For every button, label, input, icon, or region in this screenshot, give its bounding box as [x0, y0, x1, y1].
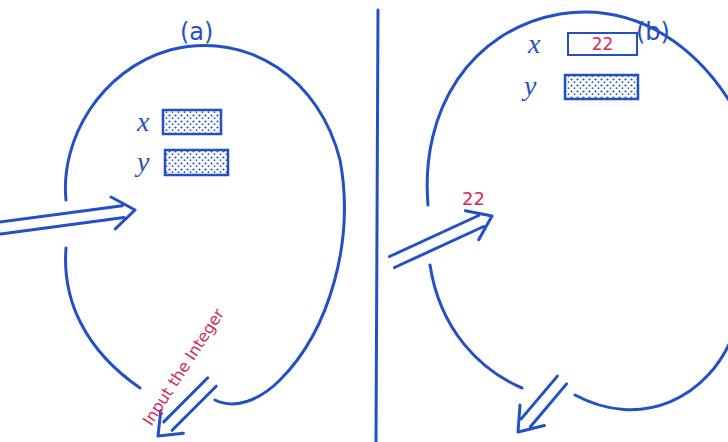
empty-memory-box — [565, 75, 638, 99]
input-arrow — [390, 211, 493, 268]
program-blob: xy — [55, 30, 355, 430]
program-blob: xy 22 — [410, 0, 728, 442]
variable-name: y — [524, 72, 536, 100]
blob-outline-stroke — [430, 265, 522, 388]
panel-label: (a) — [180, 20, 213, 44]
empty-memory-box — [163, 110, 221, 134]
output-arrow — [518, 376, 567, 432]
blob-outline-stroke — [427, 12, 728, 205]
prompt-note: Input the Integer — [140, 306, 227, 428]
variable-name: x — [528, 30, 540, 58]
panel-label: (b) — [636, 20, 670, 44]
blob-outline-stroke — [65, 46, 344, 404]
input-arrow — [0, 197, 135, 234]
panel-divider — [376, 10, 378, 442]
memory-box: 22 — [567, 32, 638, 56]
input-value: 22 — [462, 190, 485, 208]
blob-outline — [55, 30, 355, 430]
stored-value: 22 — [569, 34, 636, 54]
variable-name: x — [137, 108, 149, 136]
blob-outline-stroke — [575, 330, 728, 410]
variable-name: y — [137, 148, 149, 176]
empty-memory-box — [165, 150, 228, 175]
blob-outline-stroke — [66, 248, 140, 388]
blob-outline — [410, 0, 728, 442]
